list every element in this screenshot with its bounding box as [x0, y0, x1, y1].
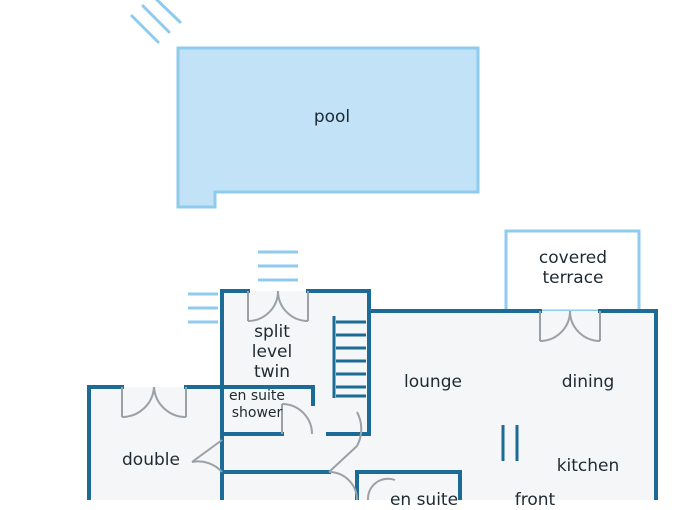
- walls: [87, 289, 658, 500]
- pool-shape: [176, 46, 480, 209]
- label-split-level-twin: split level twin: [236, 322, 308, 382]
- label-en-suite-bottom: en suite: [389, 490, 459, 510]
- label-split-line2: level: [251, 342, 293, 362]
- label-en-suite-line1: en suite: [228, 388, 286, 404]
- label-pool: pool: [313, 107, 351, 127]
- door-swing-icon: [121, 290, 601, 500]
- label-en-suite-shower: en suite shower: [222, 388, 292, 422]
- label-kitchen: kitchen: [556, 456, 620, 476]
- label-covered-terrace-line2: terrace: [542, 268, 604, 288]
- label-lounge: lounge: [404, 372, 462, 392]
- north-arrow-icon: [130, 0, 182, 44]
- label-double: double: [122, 450, 180, 470]
- label-covered-terrace-line1: covered: [538, 248, 608, 268]
- kitchen-island-icon: [501, 425, 519, 461]
- label-split-line3: twin: [253, 362, 291, 382]
- label-covered-terrace: covered terrace: [518, 248, 628, 288]
- floor-fill: [89, 291, 656, 500]
- window-lines-icon: [188, 250, 298, 324]
- label-dining: dining: [561, 372, 615, 392]
- label-split-line1: split: [254, 322, 290, 342]
- stairs-icon: [332, 316, 366, 398]
- label-front: front: [514, 490, 556, 510]
- label-en-suite-line2: shower: [231, 405, 283, 421]
